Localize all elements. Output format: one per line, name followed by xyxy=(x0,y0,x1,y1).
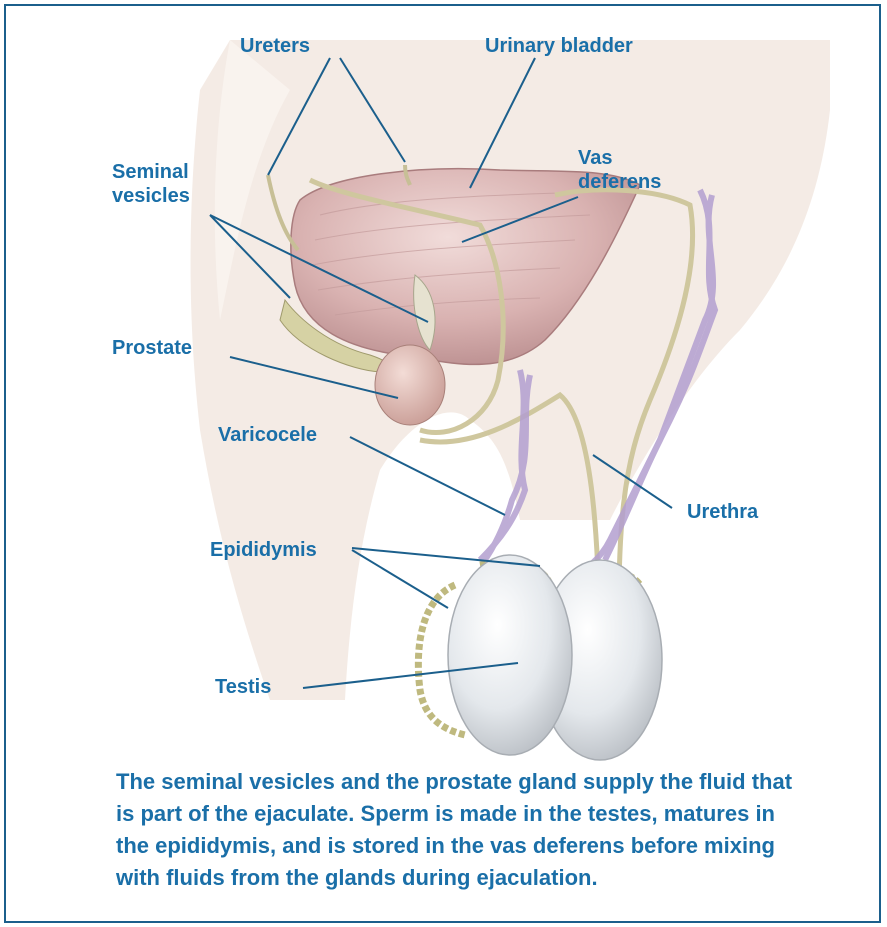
prostate-shape xyxy=(375,345,445,425)
label-testis: Testis xyxy=(215,675,271,699)
label-vas-deferens-line1: Vas xyxy=(578,146,661,170)
label-ureters: Ureters xyxy=(240,34,310,58)
label-seminal-vesicles-line2: vesicles xyxy=(112,184,190,208)
label-vas-deferens: Vas deferens xyxy=(578,146,661,194)
label-urinary-bladder: Urinary bladder xyxy=(485,34,633,58)
label-varicocele: Varicocele xyxy=(218,423,317,447)
label-vas-deferens-line2: deferens xyxy=(578,170,661,194)
figure-caption: The seminal vesicles and the prostate gl… xyxy=(116,766,806,894)
label-seminal-vesicles-line1: Seminal xyxy=(112,160,190,184)
testes-shape xyxy=(448,555,662,760)
leader-epididymis-b xyxy=(352,550,448,608)
label-epididymis: Epididymis xyxy=(210,538,317,562)
label-seminal-vesicles: Seminal vesicles xyxy=(112,160,190,208)
label-urethra: Urethra xyxy=(687,500,758,524)
label-prostate: Prostate xyxy=(112,336,192,360)
